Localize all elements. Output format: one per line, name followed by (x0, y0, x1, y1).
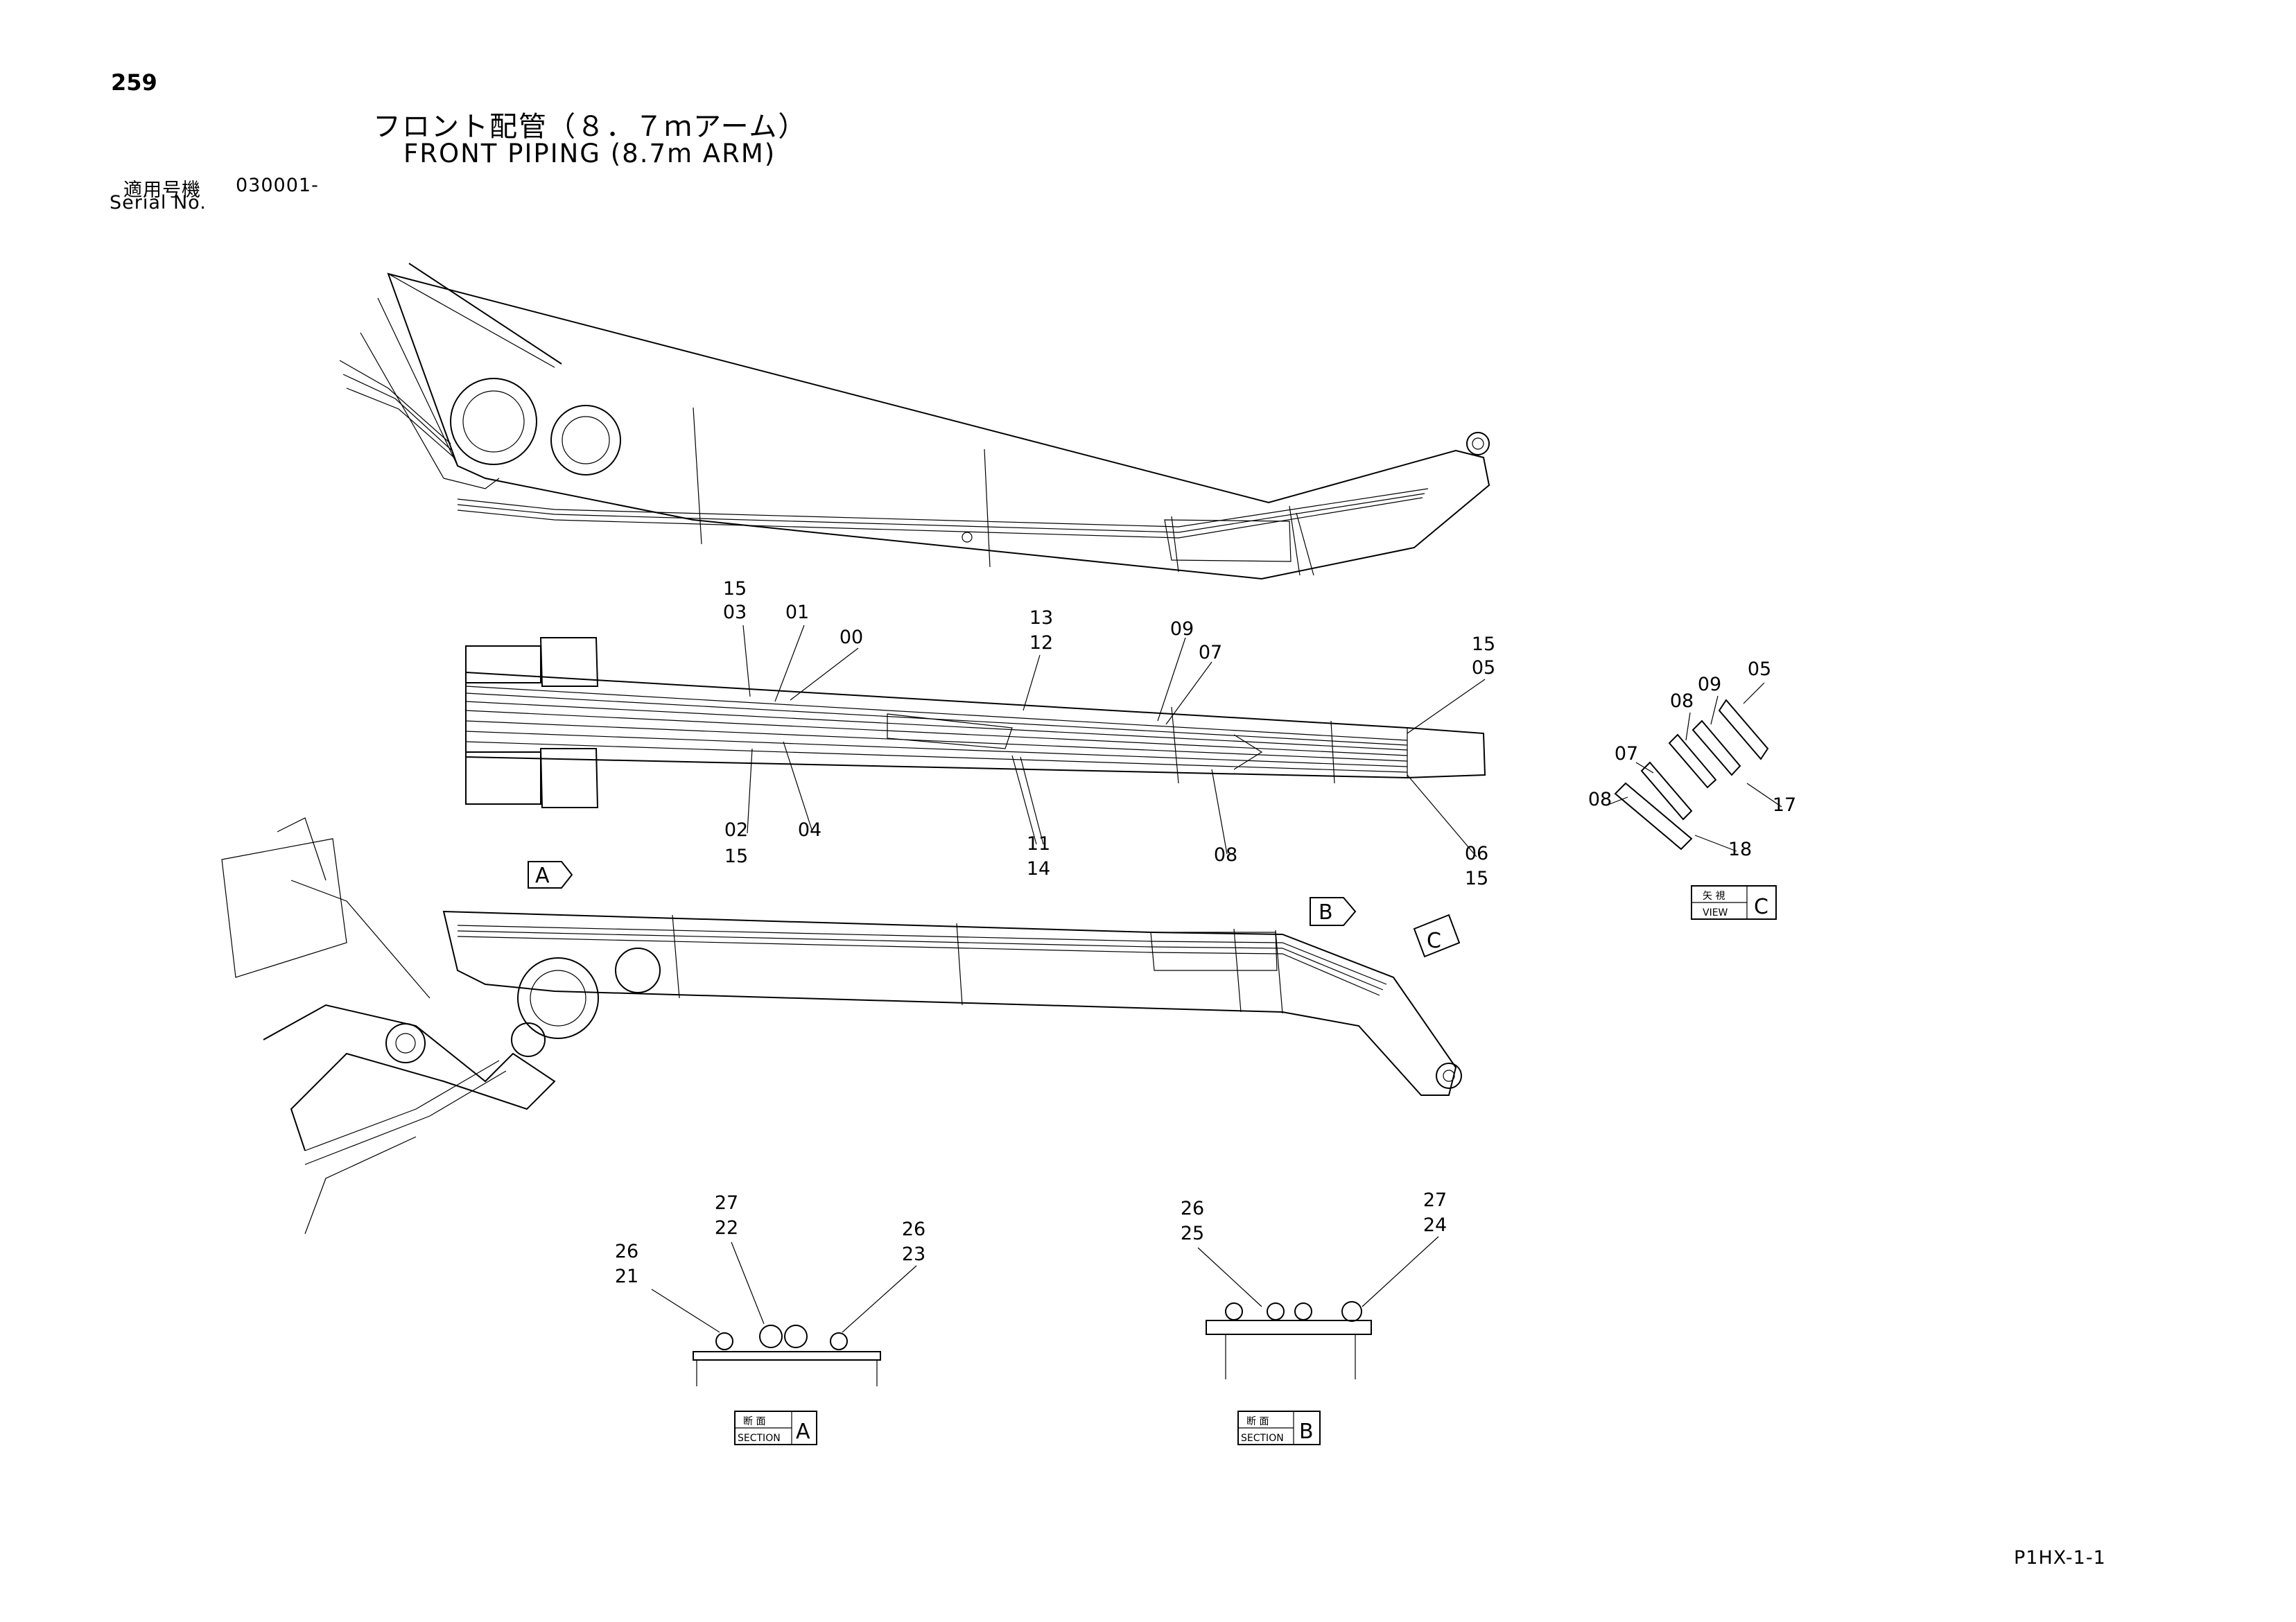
svg-text:矢 視: 矢 視 (1703, 891, 1725, 902)
svg-text:VIEW: VIEW (1703, 907, 1728, 918)
view-marker-c: C (1413, 914, 1461, 958)
callout-middle-0: 15 (723, 578, 747, 600)
section-b-detail (1197, 1236, 1439, 1379)
svg-text:SECTION: SECTION (1241, 1433, 1284, 1444)
callout-middle-1: 03 (723, 602, 747, 623)
callout-middle-2: 01 (785, 602, 809, 623)
middle-arm-drawing (465, 637, 1486, 808)
callout-middle-6: 09 (1170, 618, 1194, 640)
callout-middle-12: 04 (798, 819, 821, 841)
callout-section-a-5: 21 (615, 1266, 638, 1287)
svg-text:B: B (1299, 1420, 1314, 1444)
bottom-arm-drawing (221, 817, 1462, 1235)
callout-middle-5: 12 (1029, 632, 1053, 654)
callout-middle-10: 02 (724, 819, 748, 841)
callout-view-c-4: 08 (1588, 789, 1612, 810)
callout-section-a-2: 26 (902, 1219, 925, 1240)
callout-view-c-3: 07 (1615, 743, 1638, 765)
view-marker-a-letter: A (535, 864, 550, 888)
view-marker-a: A (528, 861, 573, 889)
section-a-label-box: 断 面 SECTION A (734, 1411, 817, 1445)
svg-text:SECTION: SECTION (738, 1433, 781, 1444)
serial-value: 030001- (236, 175, 319, 196)
view-c-label-box: 矢 視 VIEW C (1691, 885, 1777, 920)
svg-text:断 面: 断 面 (1246, 1416, 1269, 1427)
callout-middle-17: 15 (1465, 868, 1488, 889)
callout-middle-3: 00 (840, 627, 863, 648)
page-number: 259 (111, 69, 157, 96)
callout-section-b-2: 27 (1423, 1189, 1447, 1211)
view-marker-b-letter: B (1319, 900, 1333, 925)
callout-section-a-0: 27 (715, 1192, 738, 1214)
callout-middle-14: 14 (1027, 858, 1050, 880)
callout-view-c-5: 17 (1773, 794, 1796, 816)
title-english: FRONT PIPING (8.7m ARM) (403, 139, 776, 168)
callout-section-a-3: 23 (902, 1244, 925, 1265)
callout-middle-9: 05 (1472, 657, 1495, 679)
callout-view-c-2: 08 (1670, 690, 1694, 712)
callout-leaders (742, 625, 1486, 857)
callout-section-b-3: 24 (1423, 1214, 1447, 1236)
svg-text:C: C (1754, 895, 1768, 919)
section-b-label-box: 断 面 SECTION B (1237, 1411, 1321, 1445)
callout-middle-16: 06 (1465, 843, 1488, 864)
top-arm-drawing (339, 263, 1490, 580)
svg-text:A: A (796, 1420, 810, 1444)
callout-section-b-1: 25 (1181, 1223, 1204, 1244)
view-c-detail (1609, 682, 1782, 852)
view-marker-b: B (1310, 897, 1357, 926)
callout-middle-15: 08 (1214, 844, 1237, 866)
title-japanese: フロント配管（８．７ｍアーム） (373, 111, 808, 143)
serial-label-en: Serial No. (110, 192, 207, 213)
serial-label-jp: 適用号機 (123, 180, 201, 201)
callout-section-a-1: 22 (715, 1217, 738, 1239)
svg-text:断 面: 断 面 (743, 1416, 765, 1427)
drawing-code: P1HX-1-1 (2014, 1547, 2106, 1569)
callout-middle-4: 13 (1029, 607, 1053, 629)
view-marker-c-letter: C (1427, 929, 1441, 953)
callout-middle-8: 15 (1472, 634, 1495, 655)
callout-middle-7: 07 (1199, 642, 1222, 663)
callout-section-a-4: 26 (615, 1241, 638, 1262)
callout-view-c-1: 09 (1698, 674, 1721, 695)
callout-view-c-0: 05 (1748, 659, 1771, 680)
callout-view-c-6: 18 (1728, 839, 1752, 860)
callout-middle-11: 15 (724, 846, 748, 867)
callout-middle-13: 11 (1027, 833, 1050, 855)
callout-section-b-0: 26 (1181, 1198, 1204, 1219)
section-a-detail (651, 1241, 917, 1386)
